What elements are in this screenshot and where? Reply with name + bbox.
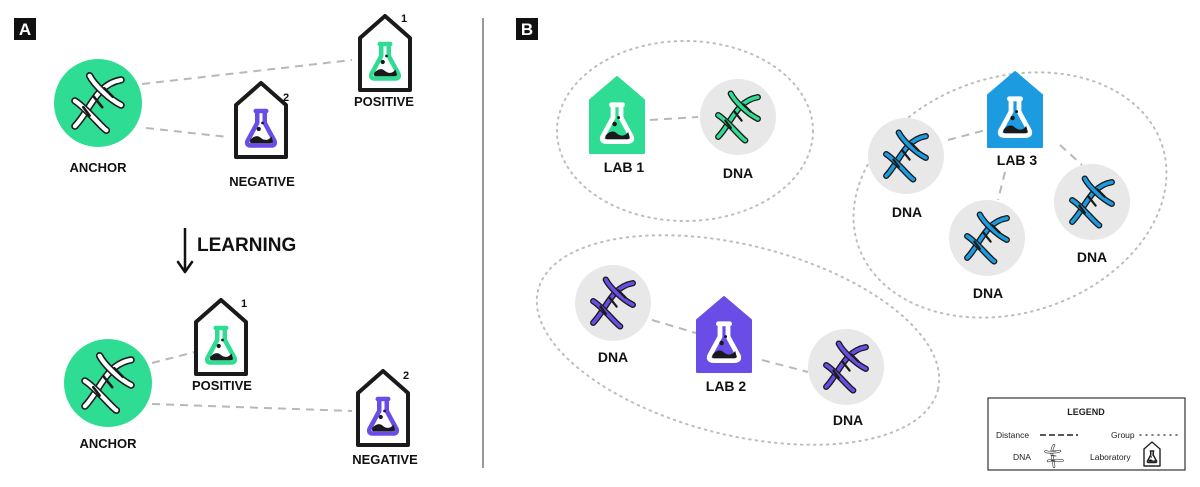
positive-label: POSITIVE xyxy=(354,94,414,109)
negative-label: NEGATIVE xyxy=(229,174,295,189)
group-outline xyxy=(556,40,814,222)
dna-label: DNA xyxy=(833,412,863,428)
lab-3-node: LAB 3 xyxy=(987,71,1043,168)
arrow-head xyxy=(176,260,194,274)
distance-line xyxy=(761,359,809,373)
negative-label: NEGATIVE xyxy=(352,452,418,467)
anchor-label: ANCHOR xyxy=(79,436,137,451)
positive-node: 1 POSITIVE xyxy=(192,298,252,393)
distance-line xyxy=(649,116,699,121)
distance-line xyxy=(151,351,196,364)
distance-line xyxy=(151,403,353,412)
group-outline xyxy=(852,71,1168,319)
distance-line xyxy=(997,171,1006,201)
negative-rank: 2 xyxy=(283,92,289,104)
distance-line xyxy=(947,129,987,141)
panel-b: B LAB 1 DNA DNA xyxy=(516,18,1186,471)
distance-line xyxy=(1059,144,1083,166)
legend-distance-label: Distance xyxy=(996,430,1029,440)
panel-b-tag-box xyxy=(516,18,538,40)
dna-node: DNA xyxy=(868,118,944,220)
lab-1-node: LAB 1 xyxy=(589,76,645,175)
panel-a-tag-box xyxy=(14,18,36,40)
learning-step: LEARNING xyxy=(176,228,296,274)
distance-line xyxy=(651,319,697,334)
dna-node: DNA xyxy=(575,265,651,365)
anchor-label: ANCHOR xyxy=(69,160,127,175)
negative-rank: 2 xyxy=(403,370,409,382)
dna-label: DNA xyxy=(1077,249,1107,265)
dna-node: DNA xyxy=(808,329,884,428)
legend-dna-label: DNA xyxy=(1013,452,1031,462)
lab-label: LAB 2 xyxy=(706,378,747,394)
dna-node: DNA xyxy=(700,79,776,181)
panel-a: A ANCHOR 1 POSITIVE 2 NEGATIVE LE xyxy=(14,13,418,467)
legend-group-label: Group xyxy=(1111,430,1135,440)
dna-node: DNA xyxy=(1054,164,1130,265)
dna-label: DNA xyxy=(892,204,922,220)
panel-a-tag: A xyxy=(19,20,31,39)
distance-line xyxy=(145,127,229,138)
anchor-node: ANCHOR xyxy=(64,339,152,451)
positive-rank: 1 xyxy=(401,13,407,25)
negative-node: 2 NEGATIVE xyxy=(352,369,418,467)
panel-b-tag: B xyxy=(521,20,533,39)
legend: LEGEND Distance Group DNA Laboratory xyxy=(987,397,1186,471)
positive-rank: 1 xyxy=(241,298,247,310)
group-outline xyxy=(535,234,941,446)
distance-line xyxy=(141,59,353,85)
lab-2-node: LAB 2 xyxy=(696,296,752,394)
dna-label: DNA xyxy=(973,285,1003,301)
anchor-node: ANCHOR xyxy=(54,59,142,175)
legend-title: LEGEND xyxy=(1067,407,1105,417)
dna-label: DNA xyxy=(723,165,753,181)
negative-node: 2 NEGATIVE xyxy=(229,81,295,189)
legend-lab-label: Laboratory xyxy=(1090,452,1131,462)
dna-node: DNA xyxy=(949,200,1025,301)
dna-label: DNA xyxy=(598,349,628,365)
lab-label: LAB 3 xyxy=(997,152,1038,168)
learning-label: LEARNING xyxy=(197,235,296,256)
positive-label: POSITIVE xyxy=(192,378,252,393)
positive-node: 1 POSITIVE xyxy=(354,13,414,109)
lab-label: LAB 1 xyxy=(604,159,645,175)
